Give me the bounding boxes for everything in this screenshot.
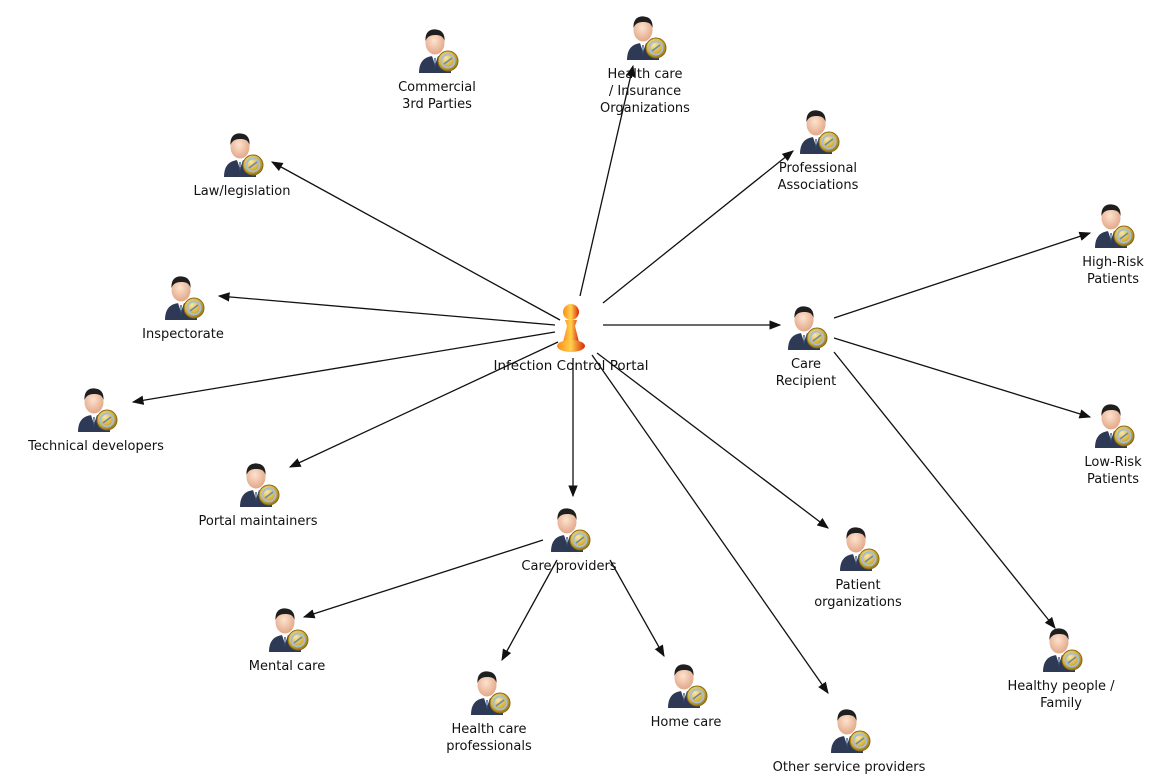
hub-label: Infection Control Portal [493,358,649,374]
commercial-node[interactable]: Commercial 3rd Parties [357,25,517,113]
hc-professionals-node[interactable]: Health care professionals [409,667,569,755]
maintainers-node[interactable]: Portal maintainers [178,459,338,530]
edge-care_recipient-to-healthy [833,351,1056,629]
person-icon [77,387,118,432]
professional-label: Professional Associations [777,161,859,193]
law-node[interactable]: Law/legislation [162,129,322,200]
person-icon [830,708,871,753]
edge-care_recipient-to-low_risk [833,337,1092,419]
care-recipient-label: Care Recipient [775,357,837,389]
low-risk-node[interactable]: Low-Risk Patients [1033,400,1162,488]
patient-orgs-label: Patient organizations [814,578,902,610]
edge-hub-to-insurance [579,64,636,297]
edge-hub-to-other_services [591,354,829,694]
edge-hub-to-patient_orgs [596,352,829,529]
maintainers-label: Portal maintainers [198,514,318,529]
person-icon [626,15,667,60]
other-services-node[interactable]: Other service providers [769,705,929,776]
inspectorate-node[interactable]: Inspectorate [103,272,263,343]
person-icon [787,305,828,350]
edge-hub-to-professional [602,150,794,304]
person-icon [1042,627,1083,672]
person-icon [164,275,205,320]
home-care-node[interactable]: Home care [606,660,766,731]
care-providers-label: Care providers [521,559,617,574]
edge-care_providers-to-home_care [609,559,665,658]
person-icon [667,663,708,708]
person-icon [470,670,511,715]
pawn-icon [557,304,585,352]
person-icon [550,507,591,552]
hc-professionals-label: Health care professionals [446,722,532,754]
healthy-node[interactable]: Healthy people / Family [981,624,1141,712]
home-care-label: Home care [650,715,722,730]
person-icon [239,462,280,507]
other-services-label: Other service providers [772,760,926,775]
care-recipient-node[interactable]: Care Recipient [726,302,886,390]
edge-hub-to-inspectorate [217,292,556,326]
technical-label: Technical developers [28,439,164,454]
mental-care-label: Mental care [248,659,326,674]
person-icon [418,28,459,73]
person-icon [1094,203,1135,248]
patient-orgs-node[interactable]: Patient organizations [778,523,938,611]
edge-hub-to-law [270,161,561,321]
low-risk-label: Low-Risk Patients [1084,455,1142,487]
edge-hub-to-maintainers [288,341,559,468]
insurance-label: Health care / Insurance Organizations [600,67,690,116]
professional-node[interactable]: Professional Associations [738,106,898,194]
high-risk-label: High-Risk Patients [1082,255,1144,287]
edge-care_recipient-to-high_risk [833,231,1092,319]
person-icon [268,607,309,652]
person-icon [839,526,880,571]
care-providers-node[interactable]: Care providers [489,504,649,575]
edges-layer [131,64,1092,694]
person-icon [799,109,840,154]
person-icon [1094,403,1135,448]
law-label: Law/legislation [193,184,291,199]
inspectorate-label: Inspectorate [142,327,224,342]
commercial-label: Commercial 3rd Parties [398,80,476,112]
infection-control-portal-node[interactable]: Infection Control Portal [491,302,651,375]
mental-care-node[interactable]: Mental care [207,604,367,675]
insurance-node[interactable]: Health care / Insurance Organizations [565,12,725,117]
edge-care_providers-to-mental [302,539,544,619]
high-risk-node[interactable]: High-Risk Patients [1033,200,1162,288]
edge-hub-to-technical [131,331,556,405]
person-icon [223,132,264,177]
healthy-label: Healthy people / Family [1007,679,1115,711]
edge-care_providers-to-hc_professionals [501,559,558,662]
technical-node[interactable]: Technical developers [16,384,176,455]
